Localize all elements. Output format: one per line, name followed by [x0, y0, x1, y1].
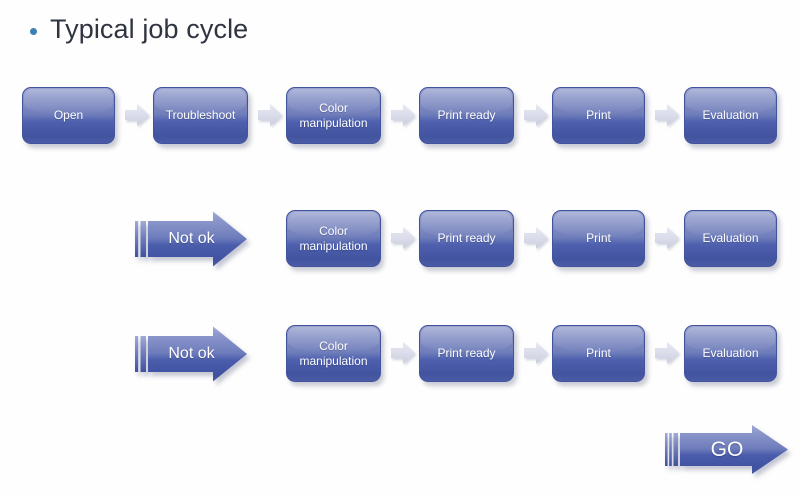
process-box-print-ready[interactable]: Print ready: [419, 325, 514, 382]
page-title-text: Typical job cycle: [50, 14, 249, 44]
go-arrow[interactable]: GO: [664, 424, 790, 476]
label-line: manipulation: [299, 238, 368, 253]
not-ok-arrow-row-3[interactable]: Not ok: [134, 325, 249, 383]
connector-chevron-icon: [257, 102, 283, 128]
connector-chevron-icon: [390, 340, 416, 366]
process-box-print-ready[interactable]: Print ready: [419, 210, 514, 267]
connector-chevron-icon: [523, 340, 549, 366]
page-title: Typical job cycle: [30, 14, 248, 45]
process-box-print-ready[interactable]: Print ready: [419, 87, 514, 144]
label-line: manipulation: [299, 115, 368, 130]
label-line: manipulation: [299, 353, 368, 368]
label-line: Color: [319, 339, 348, 354]
process-box-label: Color manipulation: [299, 339, 367, 367]
process-box-color-manipulation[interactable]: Color manipulation: [286, 87, 381, 144]
process-box-color-manipulation[interactable]: Color manipulation: [286, 210, 381, 267]
process-box-label: Troubleshoot: [165, 108, 236, 123]
connector-chevron-icon: [390, 102, 416, 128]
process-box-evaluation[interactable]: Evaluation: [684, 87, 777, 144]
connector-chevron-icon: [654, 340, 680, 366]
process-box-label: Print ready: [437, 231, 496, 246]
process-box-label: Color manipulation: [299, 224, 367, 252]
process-box-label: Evaluation: [702, 346, 759, 361]
process-box-open[interactable]: Open: [22, 87, 115, 144]
process-box-print[interactable]: Print: [552, 210, 645, 267]
connector-chevron-icon: [523, 225, 549, 251]
process-box-label: Print ready: [437, 108, 496, 123]
process-box-evaluation[interactable]: Evaluation: [684, 325, 777, 382]
process-box-label: Print: [586, 231, 611, 246]
process-box-evaluation[interactable]: Evaluation: [684, 210, 777, 267]
connector-chevron-icon: [124, 102, 150, 128]
connector-chevron-icon: [390, 225, 416, 251]
process-box-color-manipulation[interactable]: Color manipulation: [286, 325, 381, 382]
process-box-label: Evaluation: [702, 108, 759, 123]
not-ok-arrow-row-2[interactable]: Not ok: [134, 210, 249, 268]
connector-chevron-icon: [654, 225, 680, 251]
connector-chevron-icon: [654, 102, 680, 128]
process-box-print[interactable]: Print: [552, 87, 645, 144]
bullet-icon: [30, 28, 37, 35]
process-box-label: Color manipulation: [299, 101, 367, 129]
process-box-label: Print: [586, 108, 611, 123]
label-line: Color: [319, 101, 348, 116]
process-box-print[interactable]: Print: [552, 325, 645, 382]
label-line: Color: [319, 224, 348, 239]
process-box-label: Print ready: [437, 346, 496, 361]
connector-chevron-icon: [523, 102, 549, 128]
process-box-label: Print: [586, 346, 611, 361]
process-box-troubleshoot[interactable]: Troubleshoot: [153, 87, 248, 144]
process-box-label: Evaluation: [702, 231, 759, 246]
process-box-label: Open: [53, 108, 84, 123]
